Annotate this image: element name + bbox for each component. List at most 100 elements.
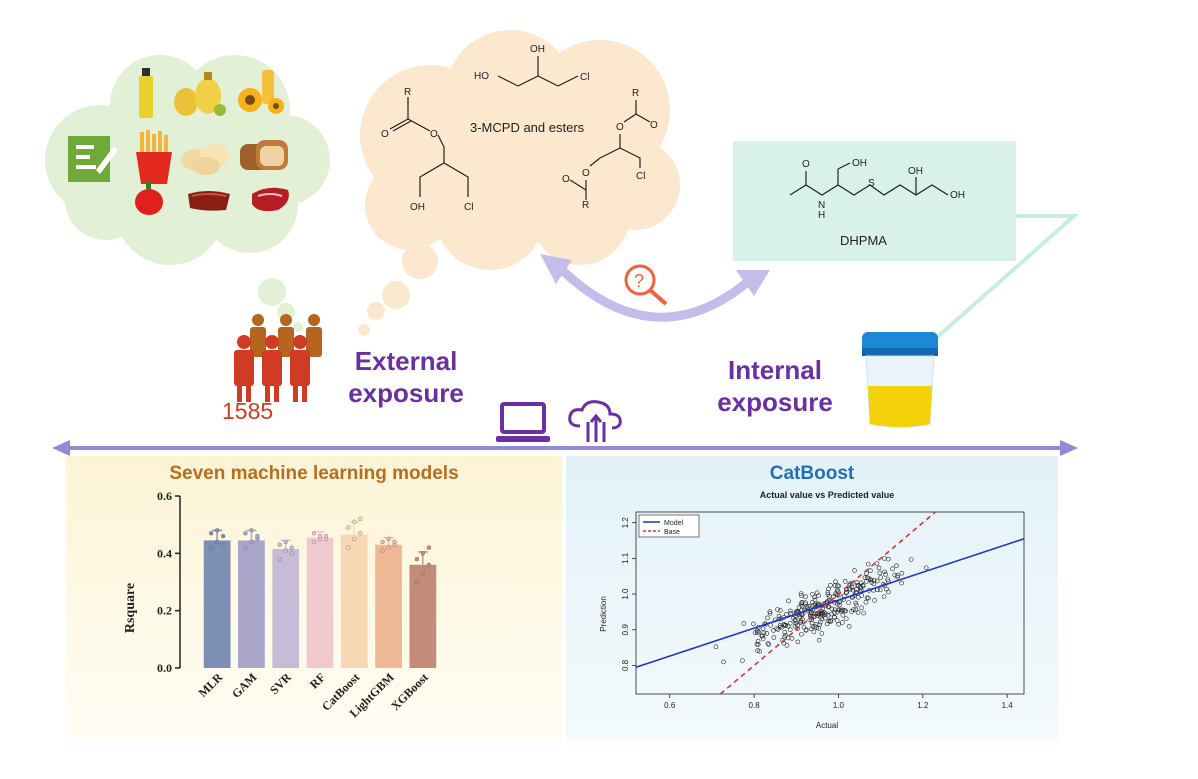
scatter-point [883,572,888,577]
scatter-point [850,587,856,593]
atom-s: S [868,178,875,189]
scatter-point [783,633,788,638]
bar-point [323,536,329,542]
scatter-point [843,589,849,595]
bar-point [317,533,323,539]
scatter-point [866,595,871,601]
series-line-model [635,538,1025,668]
bar-point [220,542,226,547]
scatter-point [853,600,858,606]
scatter-point [784,612,789,617]
scatter-title: Actual value vs Predicted value [760,490,895,500]
scatter-points [713,556,929,665]
urine-cup-icon [862,332,938,428]
right-panel [566,456,1058,740]
scatter-point [826,604,832,609]
bar-label-GAM: GAM [229,670,260,701]
scatter-point [812,597,818,603]
atom-o: O [430,129,438,140]
scatter-point [844,590,850,595]
scatter-point [741,621,747,626]
sunflower-oil-icon [238,70,284,114]
scatter-point [752,630,758,635]
scatter-point [794,626,800,632]
scatter-point [877,587,883,593]
scatter-point [813,622,819,627]
scatter-point [796,605,802,610]
scatter-point [777,624,783,630]
scatter-point [771,628,776,633]
scatter-point [771,635,777,640]
scatter-point [855,583,861,588]
scatter-point [837,602,842,608]
scatter-point [819,631,825,636]
bar-point [352,536,357,542]
scatter-plot-frame [635,511,1025,695]
scatter-point [792,623,798,629]
bar-point [346,545,351,550]
scatter-point [755,642,761,647]
scatter-point [816,637,822,643]
scatter-point [899,580,904,586]
internal-label-line1: Internal [728,355,822,385]
bar-point [420,551,426,556]
bar-point [420,571,426,576]
scatter-point [854,587,859,592]
atom-r: R [582,200,589,211]
bar-point [249,539,254,545]
scatter-point [819,616,825,622]
scatter-point [835,583,840,588]
atom-o: O [562,174,570,185]
scatter-point [820,611,825,616]
dhpma-structure: O OH N H S OH OH [789,158,965,221]
scatter-point [759,633,765,639]
scatter-point [795,639,801,645]
scatter-y-tick-label: 0.8 [621,659,630,671]
scatter-point [842,608,847,613]
scatter-point [812,594,817,600]
scatter-point [815,613,821,618]
scatter-point [863,599,869,605]
bar-LightGBM [375,544,402,668]
scatter-point [840,607,846,613]
scatter-point [766,642,772,647]
scatter-point [798,591,804,596]
bar-y-label: Rsquare [123,583,138,633]
scatter-point [775,607,780,612]
scatter-point [798,601,804,607]
scatter-point [843,608,849,614]
scatter-point [785,623,791,629]
scatter-point [828,582,833,588]
scatter-point [885,577,890,582]
scatter-point [809,600,815,605]
scatter-point [894,563,899,569]
atom-oh: OH [530,44,545,55]
atom-cl: Cl [464,202,473,213]
scatter-point [774,626,779,632]
scatter-point [865,575,870,581]
bar-RF [306,537,334,668]
scatter-point [822,615,828,621]
atom-o: O [616,122,624,133]
atom-r: R [632,88,639,99]
scatter-point [825,592,831,597]
scatter-point [825,590,831,595]
scatter-point [813,602,818,608]
bar-y-tick-label: 0.0 [157,661,172,675]
legend-label-base: Base [664,529,680,536]
atom-oh: OH [950,190,965,201]
bar-point [358,516,363,522]
scatter-point [874,578,880,584]
svg-text:?: ? [634,271,644,291]
atom-cl: Cl [636,171,645,182]
bar-point [392,539,397,545]
scatter-point [923,565,929,571]
bar-point [283,548,288,553]
bar-point [386,545,391,550]
scatter-point [757,648,762,654]
scatter-lines [635,511,1025,695]
ester-structure-left: R O O OH Cl [381,87,473,213]
scatter-point [882,556,887,561]
scatter-point [800,616,805,622]
